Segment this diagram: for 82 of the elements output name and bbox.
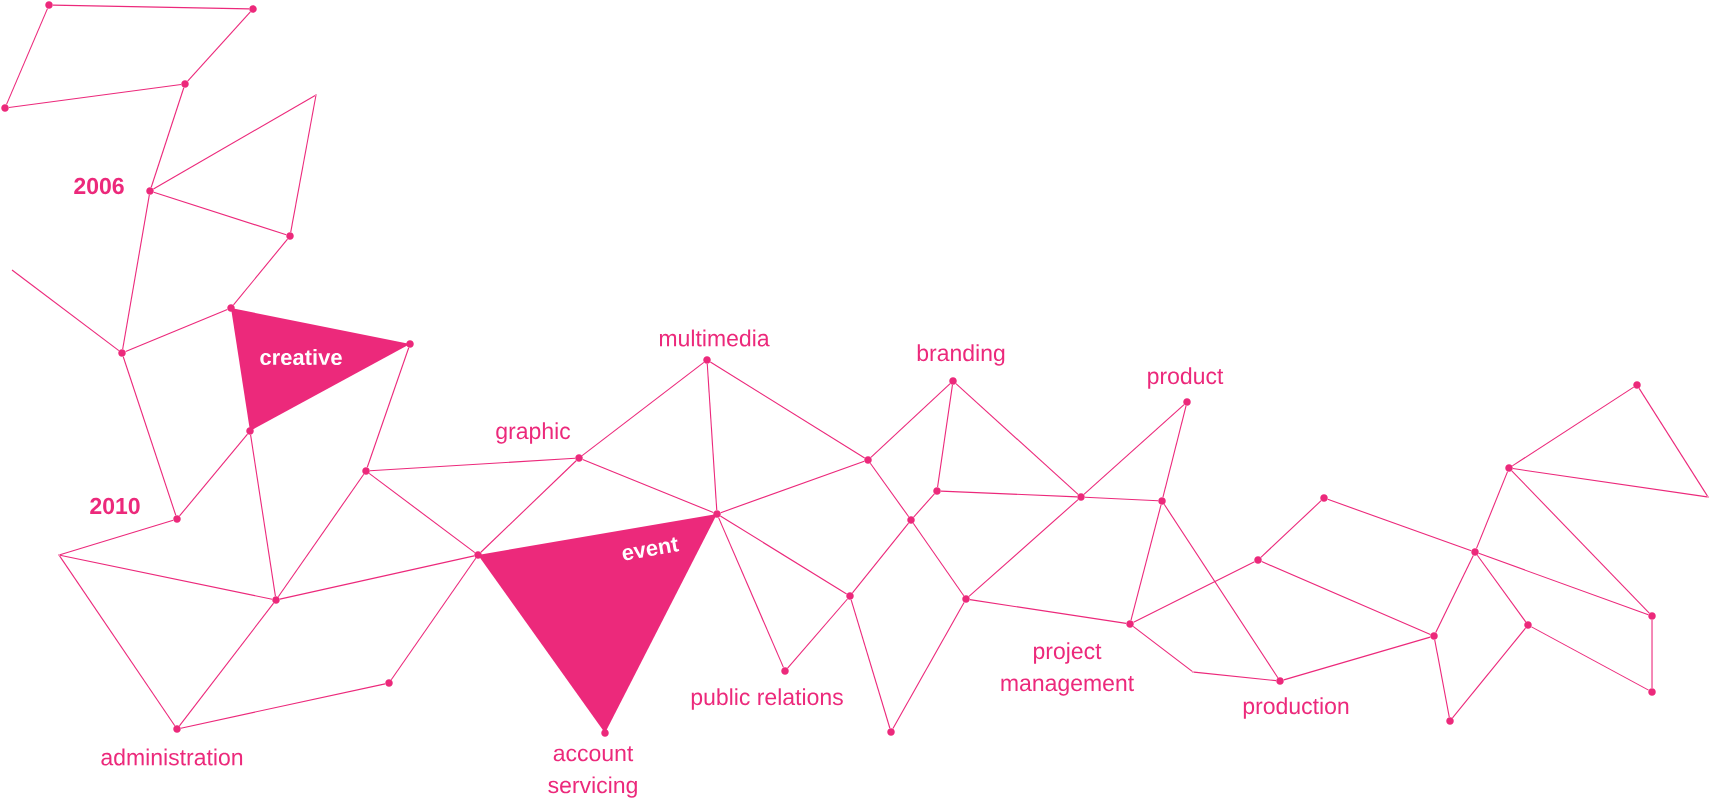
connector-line: [1260, 500, 1322, 558]
connector-line: [968, 499, 1079, 597]
dot-label: graphic: [496, 422, 571, 444]
connector-line: [277, 473, 365, 598]
connector-line: [1283, 636, 1431, 681]
connector-line: [969, 599, 1127, 624]
dot-label: administration: [101, 748, 243, 766]
connector-line: [187, 11, 251, 82]
connector-line: [955, 383, 1079, 495]
connector-line: [582, 458, 714, 514]
dot-label: product: [1148, 367, 1224, 389]
connector-line: [787, 598, 848, 669]
dot-label: branding: [917, 344, 1005, 366]
connector-line: [1434, 639, 1450, 718]
connector-line: [366, 347, 410, 468]
connector-line: [8, 83, 182, 109]
connector-line: [1193, 671, 1277, 682]
connector-line: [122, 356, 177, 516]
connector-line: [1133, 561, 1256, 623]
connector-line: [1475, 471, 1509, 549]
triangle: creative: [231, 308, 410, 431]
connector-line: [892, 601, 965, 730]
connector-line: [6, 8, 48, 105]
connector-line: [122, 194, 150, 350]
connector-line: [850, 599, 891, 729]
connector-line: [870, 383, 951, 458]
dot-label: multimedia: [659, 329, 770, 347]
connector-line: [1476, 554, 1527, 623]
connector-line: [1327, 498, 1472, 552]
dot-label: project management: [1001, 642, 1134, 696]
connector-line: [369, 457, 576, 472]
connector-line: [178, 602, 275, 727]
connector-line: [937, 384, 953, 488]
connector-line: [150, 87, 185, 188]
connector-line: [59, 519, 174, 556]
connector-line: [232, 238, 289, 306]
connector-line: [1511, 386, 1635, 467]
connector-line: [480, 460, 577, 553]
connector-line: [1651, 619, 1653, 689]
connector-line: [1132, 625, 1193, 672]
connector-line: [709, 361, 866, 459]
connector-line: [1478, 552, 1649, 616]
dot-label: 2010: [90, 497, 140, 515]
connector-line: [153, 191, 287, 236]
connector-line: [940, 490, 1078, 498]
connector-line: [720, 460, 865, 514]
dot-label: production: [1243, 697, 1349, 719]
connector-line: [1638, 387, 1709, 497]
connector-line: [1511, 470, 1650, 614]
connector-line: [1083, 404, 1185, 495]
connector-line: [250, 434, 276, 597]
connector-line: [390, 557, 477, 681]
connector-line: [59, 555, 176, 727]
connector-line: [1435, 555, 1474, 633]
connector-line: [912, 522, 965, 597]
connector-line: [52, 4, 250, 10]
connector-line: [279, 555, 475, 600]
connector-line: [125, 308, 228, 353]
connector-line: [59, 554, 273, 600]
connector-line: [1261, 561, 1431, 635]
dot-label: 2006: [74, 177, 124, 195]
connector-line: [706, 363, 718, 511]
connector-line: [1162, 405, 1187, 498]
connector-line: [869, 462, 910, 518]
connector-line: [180, 683, 386, 729]
connector-line: [719, 515, 848, 595]
connector-line: [1084, 496, 1159, 502]
connector-line: [1530, 626, 1650, 691]
connector-line: [1451, 627, 1527, 719]
connector-line: [718, 517, 784, 668]
connector-line: [152, 94, 316, 190]
connector-line: [290, 95, 317, 233]
connector-line: [913, 493, 935, 518]
connector-line: [581, 361, 705, 457]
connector-line: [851, 522, 910, 594]
dot-label: account servicing: [548, 746, 637, 798]
connector-line: [179, 433, 249, 517]
connector-line: [1130, 504, 1162, 621]
connector-line: [1163, 503, 1279, 679]
connector-line: [368, 472, 476, 554]
connector-line: [11, 269, 120, 352]
connector-line: [1512, 468, 1708, 498]
